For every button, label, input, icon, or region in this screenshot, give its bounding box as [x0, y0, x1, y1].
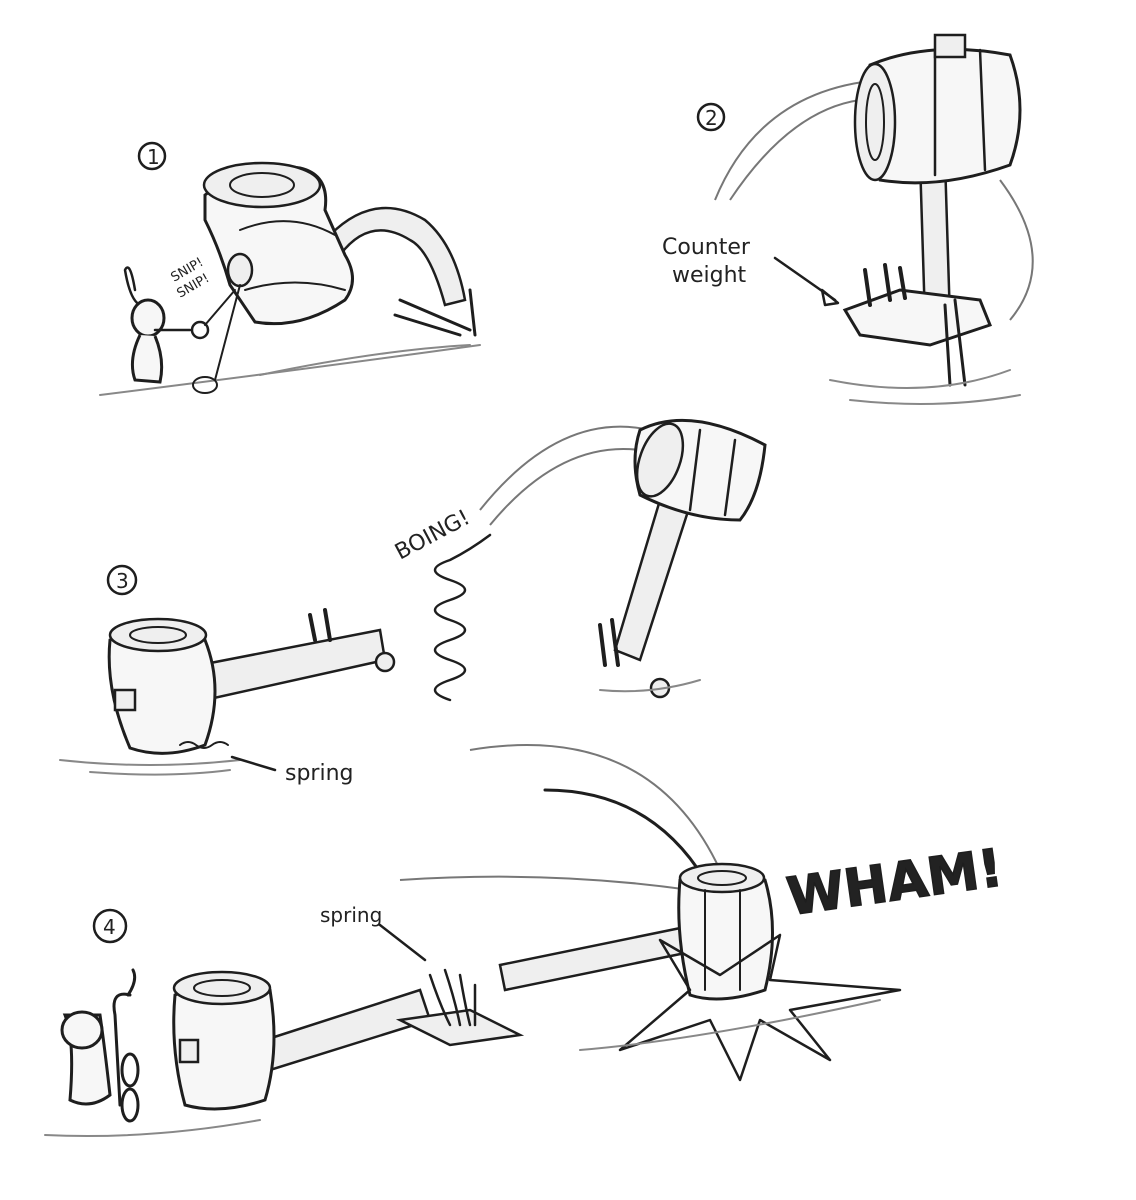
panel-4: 4 spring — [44, 744, 1007, 1137]
bent-handle — [328, 206, 467, 307]
panel-1-number-text: 1 — [147, 145, 160, 169]
hammer-4 — [172, 970, 432, 1111]
spring-label-3: spring — [285, 761, 354, 786]
panel-3: 3 spring BOING! — [59, 418, 767, 786]
snip-sound-text: SNIP! SNIP! — [169, 255, 213, 301]
impact-burst — [618, 933, 902, 1082]
counterweight-base — [842, 263, 992, 387]
panel-3-number-text: 3 — [116, 569, 129, 593]
spring-label-4: spring — [320, 903, 382, 927]
panel-4-number-text: 4 — [103, 915, 116, 939]
hammer-head-2 — [853, 33, 1022, 185]
wham-sound-text: WHAM! — [783, 838, 1006, 928]
hammer-head-1 — [202, 161, 354, 326]
impact-hammer — [677, 862, 774, 1001]
panel-2: 2 Counter weight — [662, 33, 1034, 405]
panel-3-number: 3 — [106, 564, 138, 596]
panel-1: 1 SNIP! SNIP! — [99, 141, 481, 396]
counterweight-label: Counter weight — [662, 235, 751, 288]
rabbit-character-1 — [123, 266, 236, 384]
panel-4-number: 4 — [92, 908, 128, 944]
svg-text:weight: weight — [672, 263, 747, 288]
panel-2-number-text: 2 — [705, 106, 718, 130]
panel-1-number: 1 — [137, 141, 167, 171]
panel-2-number: 2 — [696, 102, 726, 132]
spring-4 — [395, 968, 525, 1047]
flying-hammer — [598, 418, 767, 699]
coil-spring — [433, 533, 492, 702]
rabbit-character-4 — [60, 968, 140, 1123]
svg-text:Counter: Counter — [662, 235, 751, 260]
boing-sound-text: BOING! — [391, 505, 474, 565]
lying-hammer — [107, 608, 396, 755]
